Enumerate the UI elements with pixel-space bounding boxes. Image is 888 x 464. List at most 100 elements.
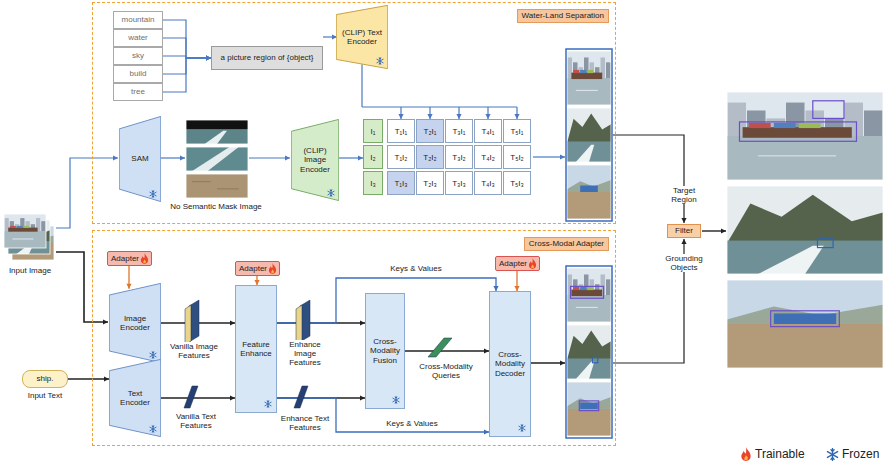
text-encoder: Text Encoder [109,359,161,437]
node-text: Image Encoder [112,314,158,332]
class-word-box: mountain [113,11,163,29]
adapter-box: Adapter [107,251,152,266]
node-text: Text Encoder [112,389,158,407]
matrix-cell: T₄I₃ [474,171,502,195]
frozen-icon [149,190,157,198]
annotation-label: Cross-Modality Queries [416,362,476,380]
matrix-cell: T₅I₁ [503,119,531,143]
connector [163,55,211,92]
connector [163,38,211,61]
fusion-box: Cross-Modality Fusion [365,293,405,409]
image-encoder: Image Encoder [109,283,161,363]
matrix-cell: I₁ [363,119,383,143]
adapter-box: Adapter [235,261,280,276]
annotation-label: Grounding Objects [661,254,707,272]
connector [163,20,211,61]
matrix-cell: T₅I₃ [503,171,531,195]
photo [727,280,883,368]
region-heading: Water-Land Separation [517,9,609,23]
node-text: water [128,33,148,42]
prompt-box: a picture region of {object} [211,46,323,70]
region-heading: Cross-Modal Adapter [524,237,609,251]
image-encoder: (CLIP) Image Encoder [291,119,339,201]
legend-icon [740,447,752,461]
edge-label: Keys & Values [377,419,447,428]
connector [161,395,235,400]
leader-arrow [531,360,565,365]
input-text-box: ship.Input Text [22,370,68,388]
matrix-cell: T₃I₂ [445,145,473,169]
photo [567,51,611,105]
frozen-icon [376,57,384,65]
legend-text: Trainable [755,447,805,461]
frozen-badge [149,425,157,433]
node-text: mountain [122,15,155,24]
frozen-icon [149,351,157,359]
photo [186,147,248,171]
node-text: ship. [37,374,54,383]
matrix-cell: T₄I₁ [474,119,502,143]
node-text: Adapter [111,254,139,263]
matrix-cell: T₁I₁ [387,119,415,143]
annotation-label: Input Image [3,266,57,275]
frozen-badge [518,424,526,432]
connector [339,155,363,160]
photo [567,325,611,379]
result-frame [566,49,612,221]
leader-arrow [613,135,687,223]
trainable-icon [740,447,752,461]
frozen-badge [376,57,384,65]
photo [567,165,611,219]
frozen-icon [826,448,839,461]
trainable-badge [528,258,537,269]
leader-arrow [702,228,726,233]
leader-arrow [56,155,118,228]
photo [727,186,883,274]
node-text: build [130,69,147,78]
decoder-box: Cross-Modality Decoder [489,291,531,437]
matrix-cell: T₃I₁ [445,119,473,143]
feature-icon [428,338,452,357]
frozen-badge [264,400,272,408]
class-word-box: build [113,65,163,83]
node-text: Cross-Modality Decoder [493,350,527,378]
frozen-badge [149,351,157,359]
photo [567,268,611,322]
legend-item: Frozen [826,446,879,462]
matrix-cell: T₁I₃ [387,171,415,195]
node-text: tree [131,87,145,96]
class-word-box: water [113,29,163,47]
photo [567,382,611,436]
leader-arrow [533,154,565,159]
connector [323,34,337,39]
dashed-region: Water-Land Separationmountainwaterskybui… [92,2,616,224]
frozen-icon [518,424,526,432]
class-word-box: tree [113,83,163,101]
legend-icon [826,448,839,461]
trainable-icon [140,253,149,264]
trainable-icon [528,258,537,269]
similarity-matrix: I₁I₂I₃T₁I₁T₂I₁T₃I₁T₄I₁T₅I₁T₁I₂T₂I₂T₃I₂T₄… [363,119,533,197]
node-text: SAM [131,154,148,163]
photo [186,174,248,198]
input-caption: Input Text [13,391,77,400]
legend-item: Trainable [740,446,805,462]
matrix-cell: T₂I₂ [416,145,444,169]
text-encoder: (CLIP) Text Encoder [336,5,388,69]
leader-arrow [160,155,185,160]
feature-icon [185,305,191,345]
connector [514,271,519,291]
matrix-cell: I₂ [363,145,383,169]
adapter-box: Adapter [495,256,540,271]
frozen-badge [392,396,400,404]
photo [186,120,248,144]
node-text: (CLIP) Text Encoder [339,28,385,46]
matrix-cell: I₃ [363,171,383,195]
node-text: (CLIP) Image Encoder [294,146,336,174]
connector [405,348,489,353]
trainable-badge [140,253,149,264]
node-text: a picture region of {object} [221,53,314,62]
frozen-icon [327,189,335,197]
feature-enhance-box: Feature Enhance [235,285,277,413]
annotation-label: No Semantic Mask Image [164,202,268,211]
